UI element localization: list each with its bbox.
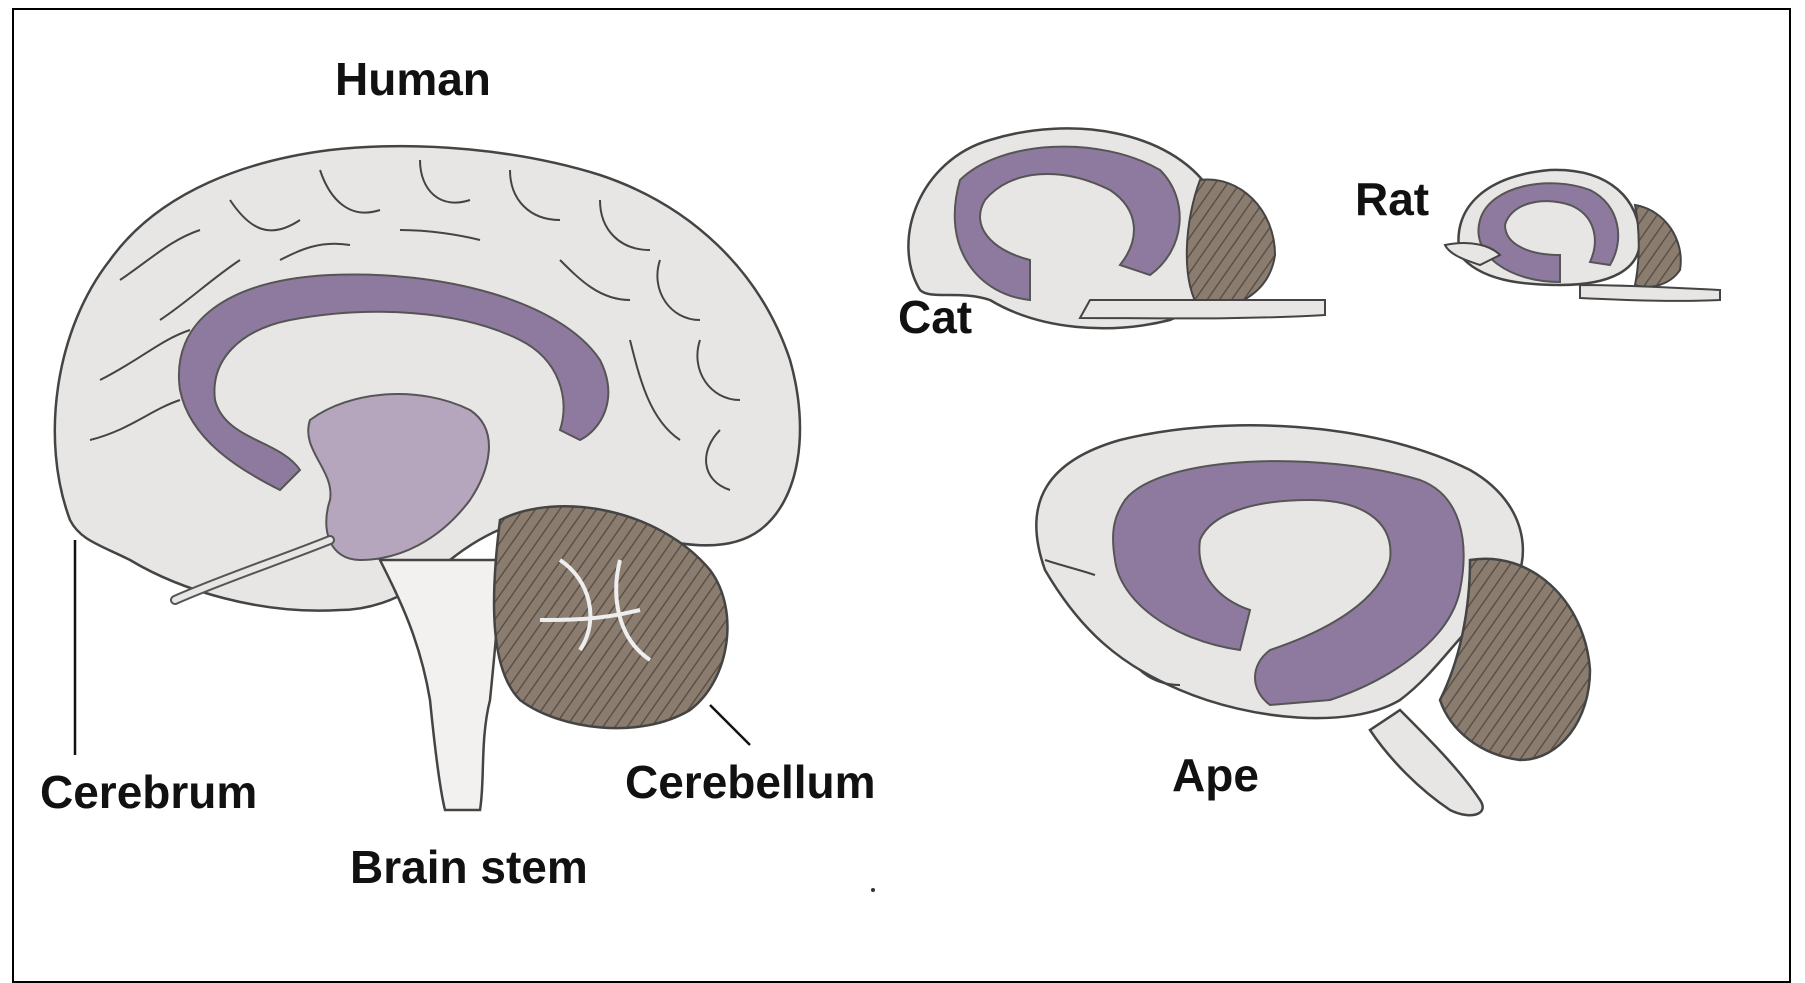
label-cerebellum: Cerebellum — [625, 755, 876, 809]
ape-brain — [1036, 425, 1590, 815]
label-cerebrum: Cerebrum — [40, 765, 257, 819]
label-brain-stem: Brain stem — [350, 840, 588, 894]
label-rat: Rat — [1355, 172, 1429, 226]
label-ape: Ape — [1172, 748, 1259, 802]
label-human: Human — [335, 52, 491, 106]
rat-brain — [1445, 170, 1720, 301]
human-brain — [55, 146, 800, 810]
human-brain-stem — [380, 560, 500, 810]
cerebellum-pointer — [710, 705, 750, 745]
label-cat: Cat — [898, 290, 972, 344]
